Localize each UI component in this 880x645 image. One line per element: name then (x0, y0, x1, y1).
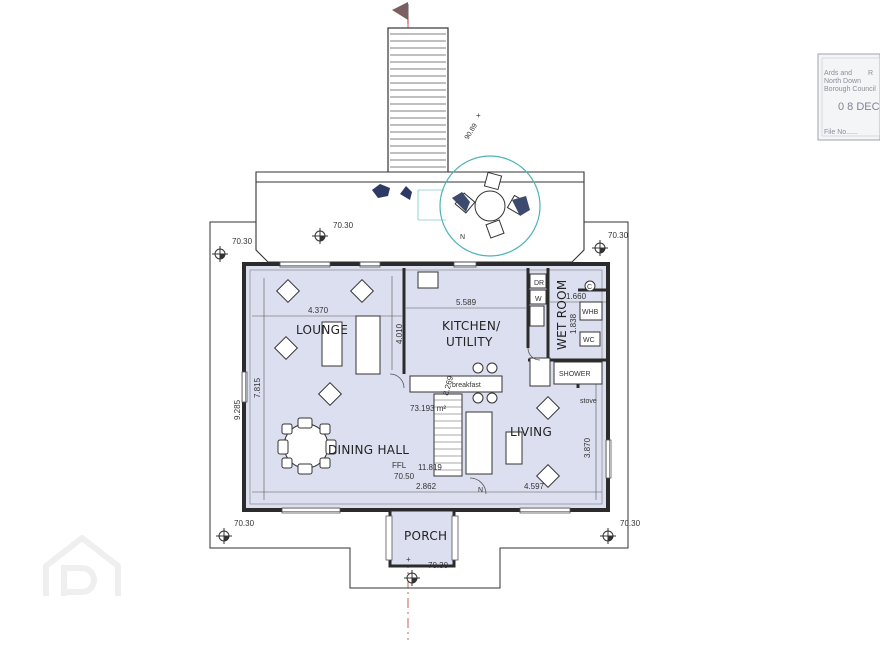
level-markers (212, 228, 616, 586)
stamp-corner: R (868, 70, 873, 77)
rear-steps (387, 27, 449, 175)
room-label-lounge: LOUNGE (296, 323, 348, 337)
stamp-date: 0 8 DEC (838, 101, 880, 113)
rear-deck (255, 171, 585, 263)
site-boundary (209, 221, 629, 589)
room-label-dining-hall: DINING HALL (328, 443, 409, 457)
level-marker-icon (312, 228, 328, 244)
kitchen-units (409, 271, 547, 404)
top-axis-label: 90.89 (464, 122, 479, 141)
level-deck: 70.30 (333, 221, 354, 230)
level-ne: 70.30 (608, 231, 629, 240)
level-porch: 70.30 (428, 561, 449, 570)
wc-label: WC (583, 337, 595, 344)
room-label-utility: UTILITY (446, 335, 493, 349)
dim-living-depth: 3.870 (583, 437, 592, 458)
level-nw: 70.30 (232, 237, 253, 246)
dim-left-depth: 7.815 (253, 377, 262, 398)
stamp-line-1: Ards and (824, 70, 852, 77)
dr-label: DR (534, 280, 544, 287)
dim-wetroom-width: 1.660 (566, 292, 587, 301)
dining-table (277, 417, 337, 475)
level-marker-icon (600, 528, 616, 544)
room-label-living: LIVING (510, 425, 552, 439)
w-label: W (535, 296, 542, 303)
c-label: C (587, 284, 592, 291)
whb-label: WHB (582, 309, 599, 316)
patio-table: N (417, 155, 541, 257)
council-stamp: Ards and North Down Borough Council R 0 … (817, 53, 880, 141)
level-marker-icon (212, 246, 228, 262)
n-label: N (478, 487, 483, 494)
dim-kitchen-depth: 4.010 (395, 323, 404, 344)
lounge-furniture (273, 278, 381, 407)
living-furniture (465, 395, 561, 489)
level-sw: 70.30 (234, 519, 255, 528)
dim-porch-width: 2.862 (416, 482, 437, 491)
dim-area: 73.193 m² (410, 404, 446, 413)
level-marker-icon (216, 528, 232, 544)
room-label-wet-room: WET ROOM (555, 279, 569, 350)
internal-stair (433, 393, 463, 477)
stamp-line-3: Borough Council (824, 86, 876, 93)
north-flag-icon (392, 2, 409, 24)
dimension-lines (252, 276, 606, 521)
dim-kitchen-width: 5.589 (456, 298, 477, 307)
n-marker: N (460, 234, 465, 241)
dim-wetroom-depth: 1.838 (569, 313, 578, 334)
stamp-line-2: North Down (824, 78, 861, 85)
level-se: 70.30 (620, 519, 641, 528)
room-label-porch: PORCH (404, 529, 447, 543)
axis-marker: + (476, 111, 481, 120)
stove-label: stove (580, 398, 597, 405)
shower-label: SHOWER (559, 371, 591, 378)
windows (242, 262, 610, 512)
room-label-kitchen: KITCHEN/ (442, 319, 501, 333)
ffl-value: 70.50 (394, 472, 415, 481)
level-marker-icon (404, 570, 420, 586)
breakfast-label: breakfast (452, 382, 481, 389)
porch (385, 508, 459, 568)
people-figures (372, 184, 412, 200)
dim-living-width: 4.597 (524, 482, 545, 491)
dim-overall-width: 11.819 (418, 463, 442, 472)
stamp-file: File No...... (824, 129, 858, 136)
level-marker-icon (592, 240, 608, 256)
dim-left-side: 9.285 (233, 399, 242, 420)
porch-axis-marker: + (406, 555, 411, 564)
ffl-label: FFL (392, 461, 407, 470)
wet-room-fittings (529, 280, 603, 387)
dim-lounge-width: 4.370 (308, 306, 329, 315)
propertypal-logo (43, 535, 121, 596)
